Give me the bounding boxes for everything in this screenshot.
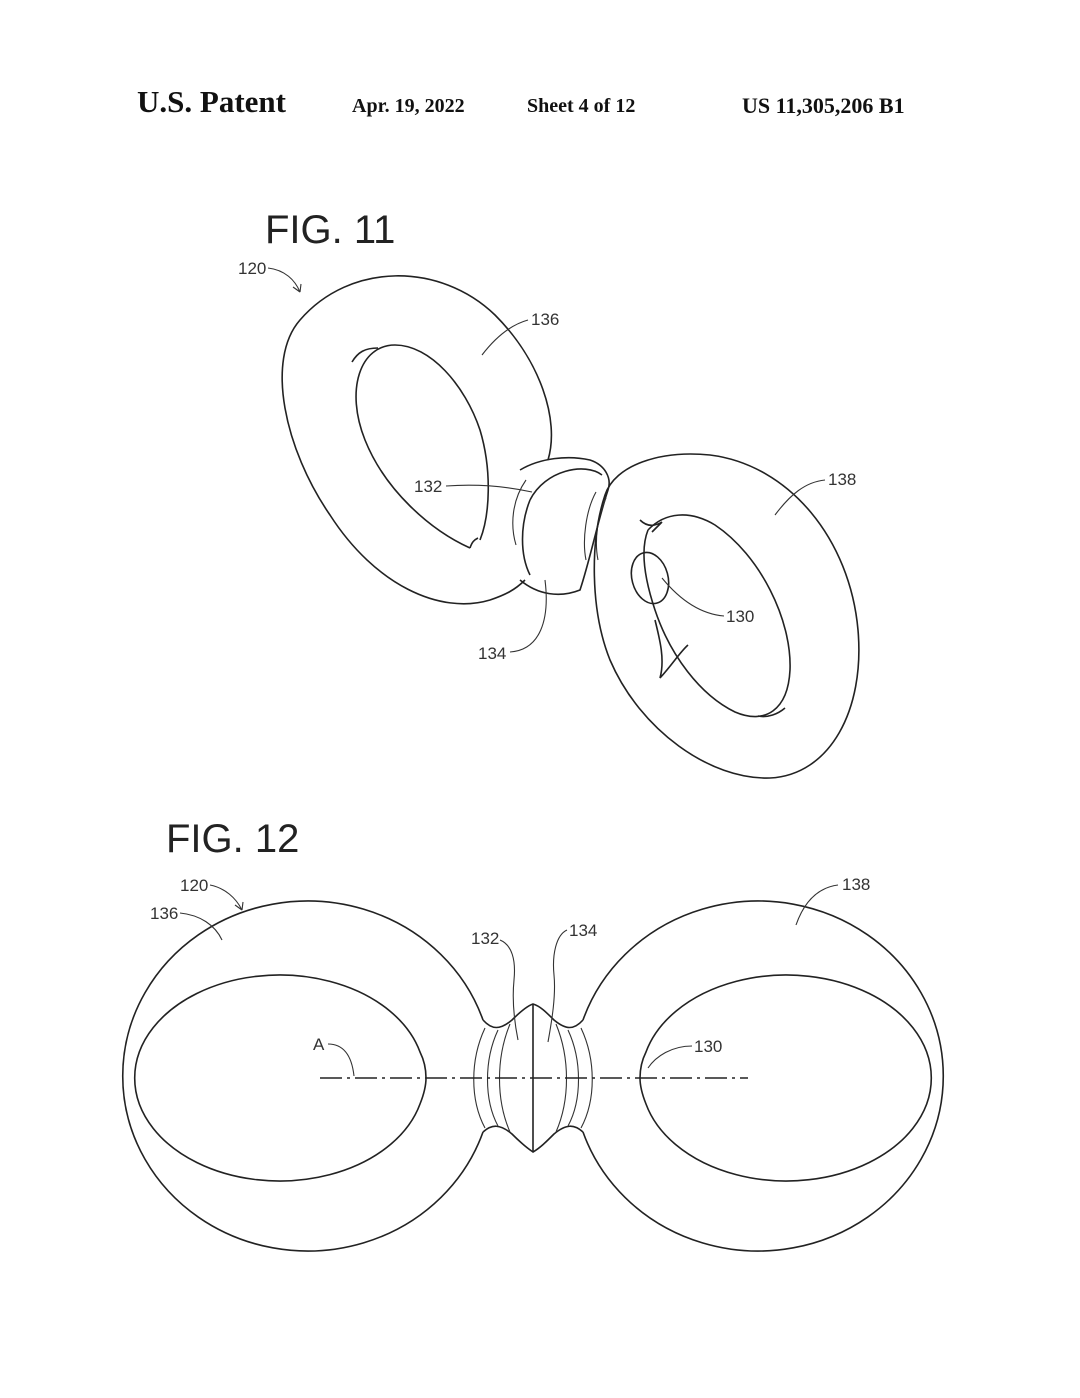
fig11-leader-132 bbox=[445, 484, 533, 493]
fig11-label-132: 132 bbox=[414, 477, 442, 496]
fig12-leader-134 bbox=[547, 929, 568, 1043]
fig11-connector-front bbox=[521, 499, 531, 576]
fig11-connector-shade-1 bbox=[512, 479, 527, 546]
fig11-label-120: 120 bbox=[238, 259, 266, 278]
fig12-label-136: 136 bbox=[150, 904, 178, 923]
fig11-connector-body bbox=[519, 456, 610, 596]
fig11-ring-138-flap-bottom bbox=[654, 619, 689, 679]
fig12-leader-138 bbox=[795, 884, 839, 926]
fig11-connector bbox=[512, 456, 610, 596]
patent-header-date: Apr. 19, 2022 bbox=[352, 95, 465, 117]
fig11-leader-134 bbox=[509, 579, 547, 653]
fig12-arrow-120 bbox=[234, 901, 244, 911]
patent-header-title: U.S. Patent bbox=[137, 84, 286, 119]
fig12-ring-138-inner bbox=[639, 974, 933, 1182]
fig11-arrow-120 bbox=[292, 283, 302, 293]
fig11-label-130: 130 bbox=[726, 607, 754, 626]
fig12-label-134: 134 bbox=[569, 921, 597, 940]
fig12-leader-a bbox=[327, 1043, 355, 1077]
figure-12-title: FIG. 12 bbox=[166, 817, 299, 861]
fig12-connector-shade-r1 bbox=[580, 1027, 593, 1129]
fig11-ring-138-inner-edge bbox=[757, 707, 786, 718]
fig11-ring-136-outer bbox=[281, 275, 553, 605]
fig11-ring-138-flap-top bbox=[639, 519, 663, 533]
fig11-ring-138-outer bbox=[593, 453, 860, 779]
fig12-leader-132 bbox=[499, 939, 519, 1041]
fig11-leader-138 bbox=[774, 479, 826, 516]
fig11-label-136: 136 bbox=[531, 310, 559, 329]
fig11-connector-rim bbox=[529, 468, 603, 501]
fig12-leader-136 bbox=[179, 912, 223, 941]
fig11-leader-136 bbox=[481, 319, 529, 356]
fig11-opening-130 bbox=[630, 551, 670, 605]
fig11-label-134: 134 bbox=[478, 644, 506, 663]
fig11-label-138: 138 bbox=[828, 470, 856, 489]
fig11-ring-138 bbox=[593, 453, 860, 779]
fig12-connector-shade-l2 bbox=[487, 1029, 499, 1127]
fig12-label-138: 138 bbox=[842, 875, 870, 894]
fig12-label-130: 130 bbox=[694, 1037, 722, 1056]
figure-12: FIG. 12 120 136 138 bbox=[121, 817, 945, 1252]
fig12-leader-120 bbox=[209, 884, 243, 911]
fig12-connector-shade-r2 bbox=[567, 1029, 579, 1127]
fig11-ring-136-inner bbox=[355, 344, 490, 549]
patent-header-sheet: Sheet 4 of 12 bbox=[527, 95, 636, 117]
figure-11-title: FIG. 11 bbox=[265, 208, 395, 252]
fig12-ring-136-inner bbox=[133, 974, 427, 1182]
fig11-ring-138-inner bbox=[643, 514, 791, 718]
fig11-ring-136-inner-edge bbox=[351, 347, 379, 363]
fig12-leader-130 bbox=[647, 1045, 693, 1069]
patent-header-number: US 11,305,206 B1 bbox=[742, 93, 905, 118]
fig12-connector-shade-l1 bbox=[473, 1027, 486, 1129]
fig11-connector-shade-2 bbox=[583, 491, 597, 561]
fig11-leader-120 bbox=[267, 267, 301, 293]
figure-11: FIG. 11 bbox=[238, 208, 860, 779]
fig12-ring-136-outer bbox=[121, 900, 484, 1252]
fig11-ring-136 bbox=[281, 275, 553, 605]
fig12-label-132: 132 bbox=[471, 929, 499, 948]
fig11-ring-136-inner-edge2 bbox=[469, 537, 479, 549]
fig11-leader-130 bbox=[661, 577, 725, 617]
fig12-label-axis-a: A bbox=[313, 1035, 325, 1054]
fig12-label-120: 120 bbox=[180, 876, 208, 895]
fig12-ring-138-outer bbox=[582, 900, 945, 1252]
